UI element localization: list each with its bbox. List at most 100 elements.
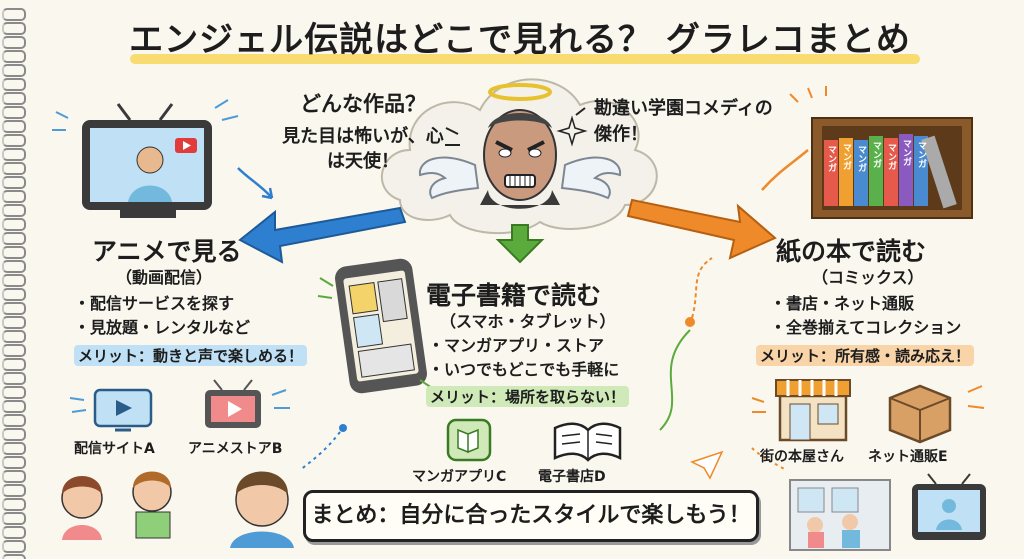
comics-section-title: 紙の本で読む: [776, 237, 927, 266]
anime-arrow: [238, 206, 407, 264]
paper-plane-icon: [690, 450, 724, 480]
people-reading-illustration: [61, 471, 294, 548]
summary-box: まとめ：自分に合ったスタイルで楽しもう！: [303, 490, 759, 542]
anime-merit: メリット：動きと声で楽しめる！: [74, 345, 308, 366]
binding-ring: [2, 246, 26, 259]
binding-ring: [2, 400, 26, 413]
binding-ring: [2, 218, 26, 231]
arrow-head: [261, 187, 274, 200]
anime-section-title: アニメで見る: [92, 237, 242, 266]
anime-store-tv-icon: [205, 379, 261, 428]
angel-character-face: [480, 109, 560, 209]
binding-ring: [2, 8, 26, 21]
binding-ring: [2, 428, 26, 441]
binding-ring: [2, 134, 26, 147]
ebook-bullet: ・いつでもどこでも手軽に: [428, 360, 620, 379]
emphasis-marks: [445, 107, 586, 146]
tv-icon: [912, 473, 986, 540]
delivery-box-icon: [888, 384, 952, 444]
binding-ring: [2, 120, 26, 133]
binding-ring: [2, 302, 26, 315]
binding-ring: [2, 162, 26, 175]
binding-ring: [2, 498, 26, 511]
smartphone-icon: [335, 258, 427, 394]
binding-ring: [2, 554, 26, 559]
binding-ring: [2, 92, 26, 105]
anime-bullet: ・配信サービスを探す: [74, 294, 235, 313]
center-question: どんな作品？: [300, 92, 426, 116]
binding-ring: [2, 274, 26, 287]
ebook-section-title: 電子書籍で読む: [426, 281, 602, 310]
binding-ring: [2, 358, 26, 371]
page-title: エンジェル伝説はどこで見れる？ グラレコまとめ: [129, 20, 911, 60]
bookshelf-icon: [811, 117, 973, 219]
ebook-store-icon: [553, 422, 622, 462]
binding-ring: [2, 50, 26, 63]
binding-ring: [2, 442, 26, 455]
tv-icon: [82, 103, 212, 218]
comics-bullet: ・全巻揃えてコレクション: [770, 318, 962, 337]
binding-ring: [2, 484, 26, 497]
binding-ring: [2, 106, 26, 119]
binding-ring: [2, 288, 26, 301]
halo-icon: [488, 83, 552, 101]
train-illustration: [789, 479, 891, 551]
anime-bullet: ・見放題・レンタルなど: [74, 318, 251, 337]
anime-section-subtitle: （動画配信）: [116, 268, 213, 287]
binding-ring: [2, 470, 26, 483]
sparkle-marks: [69, 389, 290, 413]
bookstore-icon: [775, 379, 851, 442]
sparkle-icon: [556, 115, 588, 147]
ebook-bullet: ・マンガアプリ・ストア: [428, 336, 605, 355]
curved-arrow-to-anime: [237, 167, 273, 199]
binding-ring: [2, 456, 26, 469]
binding-ring: [2, 512, 26, 525]
motion-lines: [52, 99, 239, 131]
wings-icon: [418, 156, 622, 200]
comics-section-subtitle: （コミックス）: [812, 268, 924, 287]
binding-ring: [2, 330, 26, 343]
manga-app-icon: [446, 418, 492, 462]
comics-arrow: [626, 198, 777, 260]
summary-text: まとめ：自分に合ったスタイルで楽しもう！: [311, 503, 751, 528]
ebook-arrow: [495, 224, 545, 264]
binding-ring: [2, 148, 26, 161]
binding-ring: [2, 22, 26, 35]
binding-ring: [2, 176, 26, 189]
anime-site-label: アニメストアB: [188, 441, 283, 457]
binding-ring: [2, 232, 26, 245]
comics-site-label: 街の本屋さん: [760, 449, 844, 465]
dotted-arrow: [299, 431, 341, 471]
ebook-merit: メリット：場所を取らない！: [426, 386, 630, 407]
comics-merit: メリット：所有感・読み応え！: [756, 345, 975, 366]
binding-ring: [2, 414, 26, 427]
ebook-section-subtitle: （スマホ・タブレット）: [440, 312, 616, 331]
curved-arrow-to-comics: [761, 149, 809, 191]
spiral-binding: [0, 0, 26, 559]
binding-ring: [2, 190, 26, 203]
binding-ring: [2, 526, 26, 539]
ebook-site-label: 電子書店D: [538, 469, 606, 485]
binding-ring: [2, 204, 26, 217]
ebook-site-label: マンガアプリC: [412, 469, 507, 485]
motion-lines: [789, 86, 827, 103]
binding-ring: [2, 344, 26, 357]
binding-ring: [2, 260, 26, 273]
video-site-icon: [93, 388, 153, 432]
binding-ring: [2, 316, 26, 329]
binding-ring: [2, 64, 26, 77]
connector-dot: [685, 317, 695, 327]
anime-site-label: 配信サイトA: [74, 441, 155, 457]
sparkle-marks: [751, 385, 985, 413]
center-description: 見た目は怖いが、心は天使！: [282, 126, 444, 172]
comics-site-label: ネット通販E: [868, 449, 948, 465]
binding-ring: [2, 540, 26, 553]
curved-connector-orange: [691, 257, 713, 319]
center-genre: 勘違い学園コメディの傑作！: [594, 98, 773, 145]
binding-ring: [2, 372, 26, 385]
binding-ring: [2, 78, 26, 91]
binding-ring: [2, 36, 26, 49]
curved-connector: [659, 329, 691, 431]
